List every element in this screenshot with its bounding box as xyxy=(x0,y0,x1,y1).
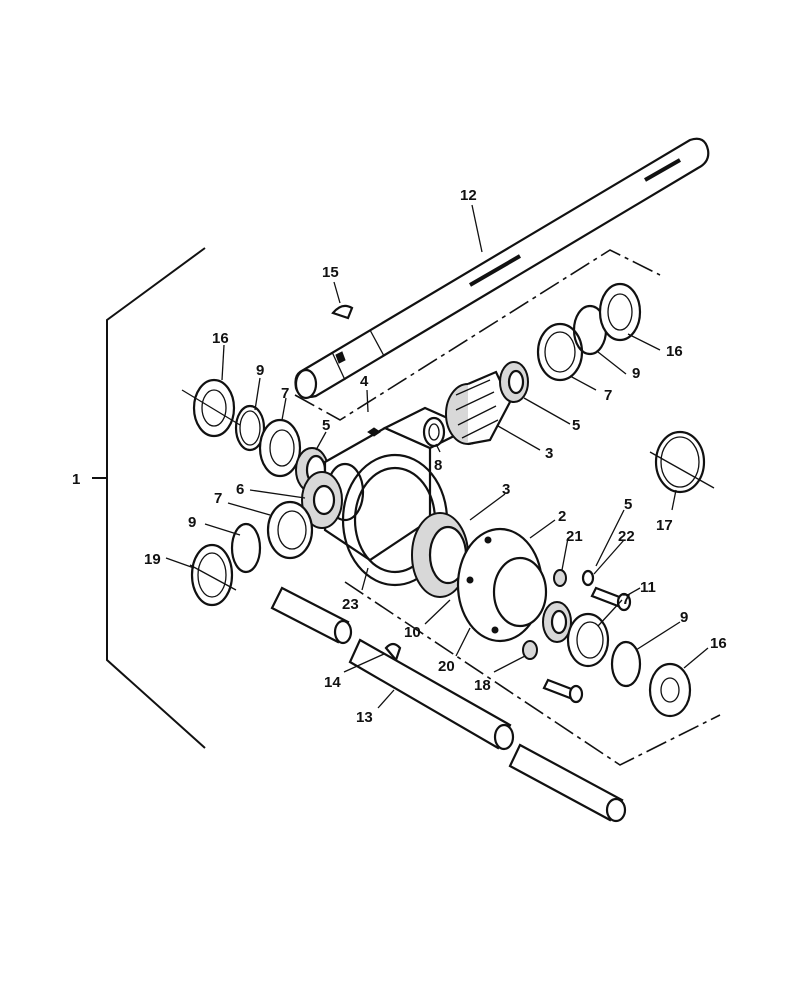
leader-lines xyxy=(165,204,709,709)
callout-17: 17 xyxy=(656,517,673,534)
callout-3-lower: 3 xyxy=(502,481,510,498)
bearing-cone-5-lower-right xyxy=(542,601,572,643)
bearing-cup-7-lower-right xyxy=(566,612,610,668)
snap-ring-9-lower-right xyxy=(610,640,642,688)
callout-7-lower-left: 7 xyxy=(214,490,222,507)
callout-13: 13 xyxy=(356,709,373,726)
callout-9-lower-right: 9 xyxy=(680,609,688,626)
callout-16-lower-right: 16 xyxy=(710,635,727,652)
bolt-21 xyxy=(553,569,567,587)
callout-23: 23 xyxy=(342,596,359,613)
woodruff-key-15 xyxy=(331,304,354,320)
bearing-cup-7-upper-right xyxy=(536,322,584,382)
key-14 xyxy=(384,642,402,663)
callout-15: 15 xyxy=(322,264,339,281)
callout-8: 8 xyxy=(434,457,442,474)
bearing-cup-7-lower-left xyxy=(266,500,314,560)
callout-12: 12 xyxy=(460,187,477,204)
bearing-cone-5-upper-right xyxy=(499,361,529,403)
callout-21: 21 xyxy=(566,528,583,545)
callout-4: 4 xyxy=(360,373,369,390)
main-shaft xyxy=(294,137,710,400)
centerlines xyxy=(294,249,721,766)
callout-9-upper-left: 9 xyxy=(256,362,264,379)
callout-16-left: 16 xyxy=(212,330,229,347)
bolt-18 xyxy=(522,640,584,704)
callout-19: 19 xyxy=(144,551,161,568)
bearing-16-left xyxy=(181,378,241,438)
callout-2: 2 xyxy=(558,508,566,525)
assembly-bracket xyxy=(92,247,206,749)
callout-11: 11 xyxy=(640,579,656,596)
washer-22 xyxy=(581,569,595,587)
callout-labels: 1 2 3 3 4 5 5 5 6 7 7 7 7 8 9 9 9 9 10 1… xyxy=(72,187,727,726)
pinion-gear-6 xyxy=(301,471,343,529)
callout-22: 22 xyxy=(618,528,635,545)
callout-7-upper-right: 7 xyxy=(604,387,612,404)
callout-14: 14 xyxy=(324,674,341,691)
callout-16-upper-right: 16 xyxy=(666,343,683,360)
bearing-16-lower-right xyxy=(648,662,692,718)
callout-20: 20 xyxy=(438,658,455,675)
callout-10: 10 xyxy=(404,624,421,641)
seal-19 xyxy=(189,543,237,607)
callout-5-left: 5 xyxy=(322,417,330,434)
snap-ring-9-upper-left xyxy=(234,404,266,452)
capscrew-11 xyxy=(590,586,632,612)
callout-9-upper-right: 9 xyxy=(632,365,640,382)
lower-shaft-13 xyxy=(270,586,627,823)
washer-8 xyxy=(422,416,446,448)
callout-18: 18 xyxy=(474,677,491,694)
bearing-cup-7-upper-left xyxy=(258,418,302,478)
snap-ring-9-lower-left xyxy=(230,522,262,574)
callout-9-lower-left: 9 xyxy=(188,514,196,531)
callout-7-lower-right: 7 xyxy=(622,591,630,608)
callout-5-upper-right: 5 xyxy=(572,417,580,434)
flange-20 xyxy=(456,527,548,643)
callout-6: 6 xyxy=(236,481,244,498)
helical-gear-3-lower xyxy=(411,512,469,598)
callout-3-upper: 3 xyxy=(545,445,553,462)
callout-5-lower-right: 5 xyxy=(624,496,632,513)
bearing-16-upper-right xyxy=(598,282,642,342)
callout-1: 1 xyxy=(72,471,80,488)
ring-17 xyxy=(649,430,715,494)
callout-7-upper-left: 7 xyxy=(281,385,289,402)
